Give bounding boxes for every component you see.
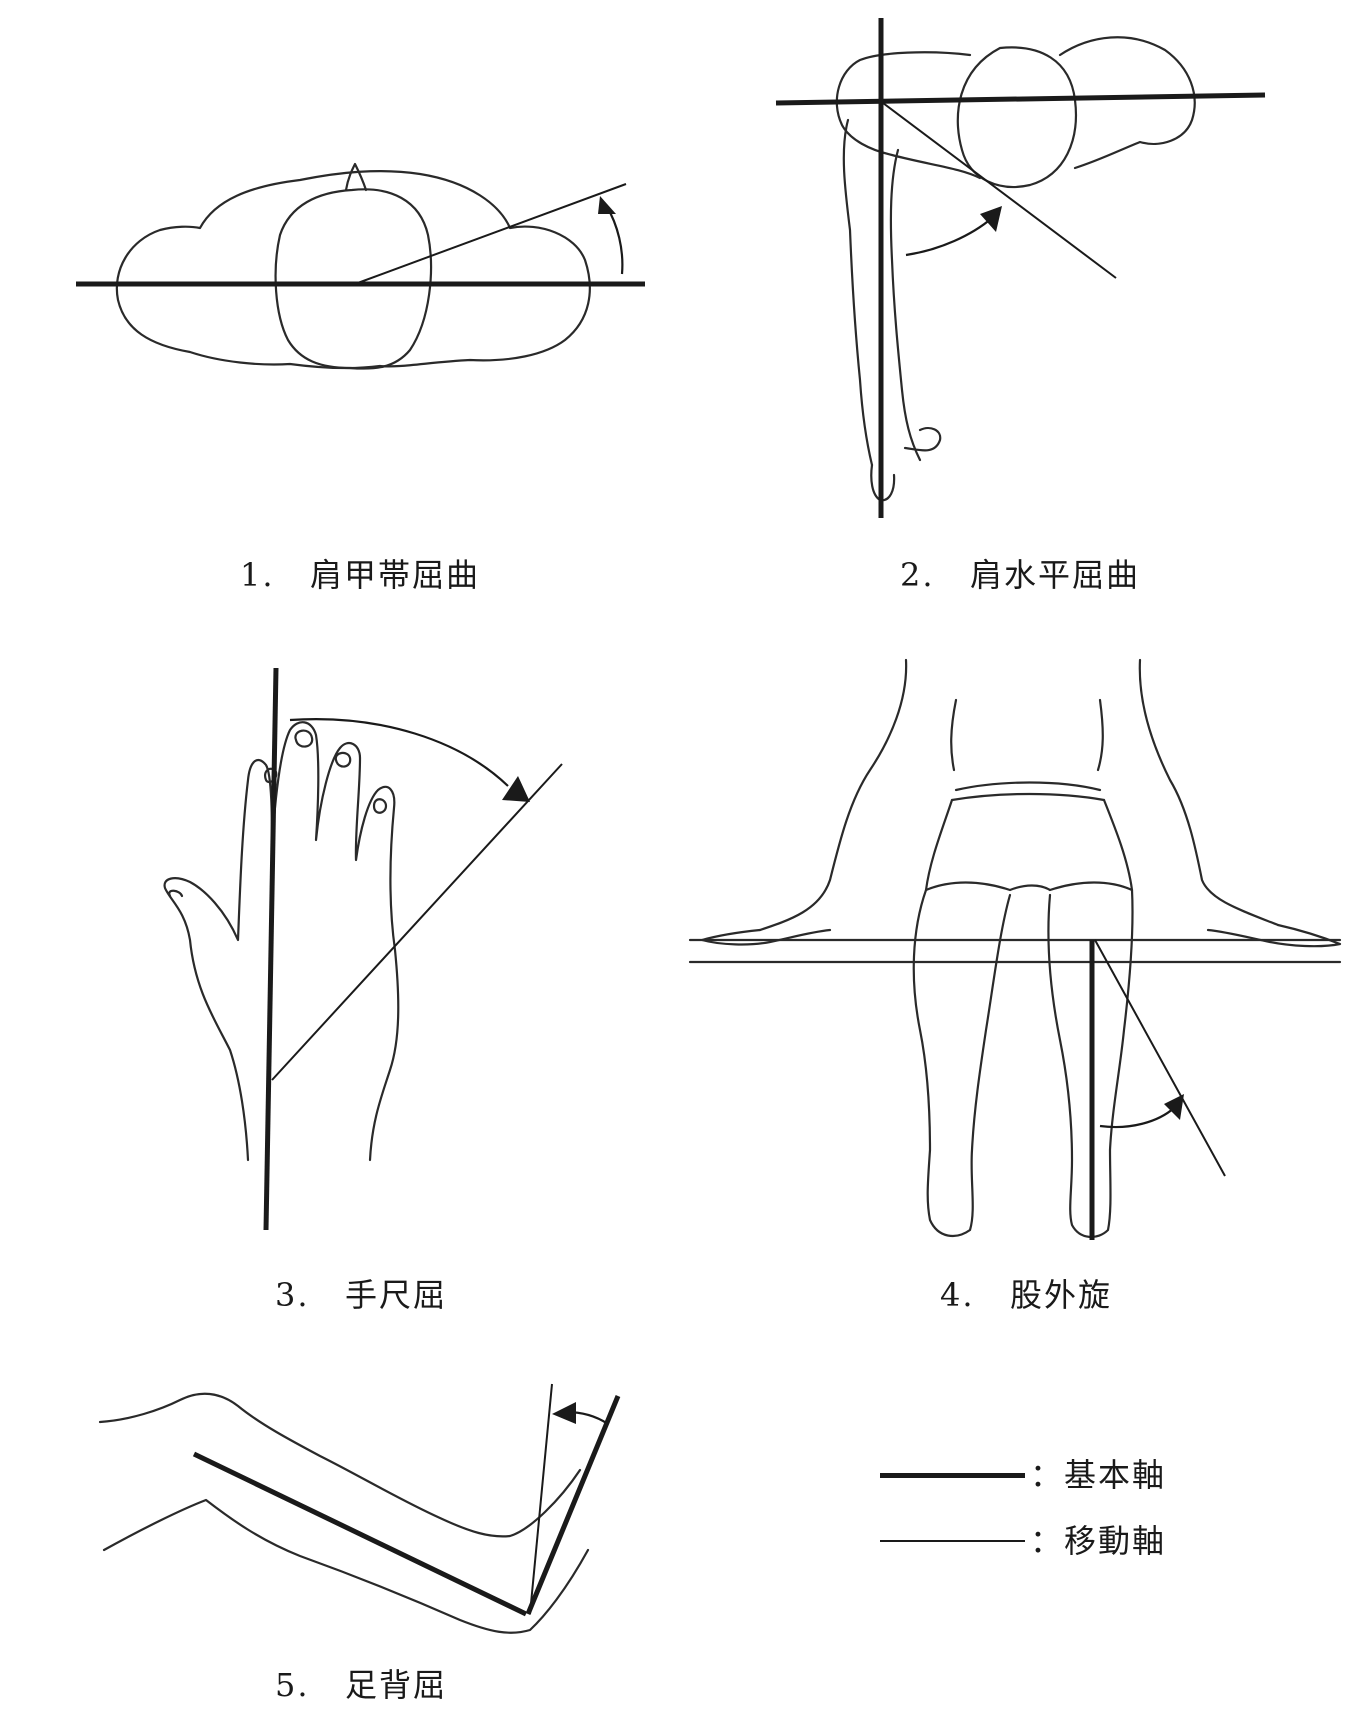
figure-3-arrowhead: [502, 776, 530, 802]
legend-base-axis: ：基本軸: [880, 1455, 1240, 1495]
figure-4-legs: [912, 888, 1134, 1238]
legend-moving-axis-label: ：移動軸: [1030, 1522, 1167, 1560]
figure-3-angle-arc: [289, 718, 509, 787]
figure-4-angle-arc: [1099, 1107, 1175, 1129]
figure-1-arrowhead: [598, 196, 616, 214]
figure-5-label: 足背屈: [345, 1666, 448, 1704]
legend-moving-axis: ：移動軸: [880, 1521, 1240, 1561]
figure-5-leg-outline: [98, 1392, 590, 1634]
figure-4-caption: 4. 股外旋: [940, 1270, 1112, 1316]
figure-4-arrowhead: [1164, 1094, 1184, 1120]
legend: ：基本軸 ：移動軸: [880, 1455, 1240, 1585]
figure-4-hands: [700, 923, 1342, 948]
figure-2-left-shoulder: [835, 51, 982, 180]
figure-2-angle-arc: [905, 217, 993, 257]
figure-3-number: 3.: [275, 1276, 310, 1314]
figure-5-caption: 5. 足背屈: [275, 1660, 447, 1706]
figure-3-label: 手尺屈: [345, 1276, 448, 1314]
figure-1-label: 肩甲帯屈曲: [310, 556, 481, 594]
figure-3-base-axis: [263, 667, 279, 1231]
figure-1-shoulders-outline: [115, 170, 591, 370]
figure-3-drawing: [163, 667, 563, 1231]
figure-2-number: 2.: [900, 556, 935, 594]
figure-3-finger-nails: [168, 729, 388, 898]
figure-1-head: [274, 188, 433, 370]
figure-5-number: 5.: [275, 1666, 310, 1704]
figure-2-arrowhead: [980, 206, 1002, 232]
figure-3-hand-outline: [163, 721, 400, 1162]
figure-1-number: 1.: [240, 556, 275, 594]
figure-4-number: 4.: [940, 1276, 975, 1314]
legend-moving-axis-swatch: [880, 1540, 1025, 1542]
legend-base-axis-swatch: [880, 1473, 1025, 1478]
figure-1-moving-axis: [354, 183, 627, 285]
figure-2-label: 肩水平屈曲: [970, 556, 1141, 594]
figure-2-head: [956, 46, 1077, 189]
figure-5-base-axis: [192, 1451, 528, 1617]
figure-2-shoulder-horizontal-flexion: 2. 肩水平屈曲: [680, 0, 1353, 620]
figure-1-nose: [344, 162, 368, 192]
figure-4-hip-external-rotation: 4. 股外旋: [680, 640, 1353, 1340]
figure-2-base-axis-horizontal: [775, 92, 1266, 106]
figure-5-moving-axis: [529, 1383, 553, 1615]
figure-2-caption: 2. 肩水平屈曲: [900, 550, 1140, 596]
figure-1-caption: 1. 肩甲帯屈曲: [240, 550, 480, 596]
figure-4-moving-axis: [1094, 939, 1226, 1177]
figure-2-moving-axis: [882, 102, 1117, 279]
figure-2-drawing: [775, 18, 1266, 518]
figure-3-moving-axis: [271, 763, 563, 1081]
figure-2-arm: [842, 118, 922, 467]
figure-3-caption: 3. 手尺屈: [275, 1270, 447, 1316]
figure-1-scapular-flexion: 1. 肩甲帯屈曲: [0, 0, 680, 620]
figure-3-ulnar-deviation: 3. 手尺屈: [0, 640, 680, 1340]
figure-4-label: 股外旋: [1010, 1276, 1113, 1314]
figure-5-drawing: [98, 1383, 621, 1634]
figure-1-angle-arc: [605, 204, 624, 275]
figure-4-pants: [924, 798, 1134, 892]
figure-5-ankle-dorsiflexion: 5. 足背屈: [0, 1360, 680, 1722]
figure-5-arrowhead: [552, 1402, 576, 1424]
figure-4-drawing: [688, 658, 1342, 1240]
figure-4-torso: [758, 658, 1280, 932]
legend-base-axis-label: ：基本軸: [1030, 1456, 1167, 1494]
figure-2-right-shoulder: [1058, 36, 1196, 170]
figure-5-foot-axis: [525, 1395, 621, 1615]
figure-1-drawing: [76, 162, 645, 370]
